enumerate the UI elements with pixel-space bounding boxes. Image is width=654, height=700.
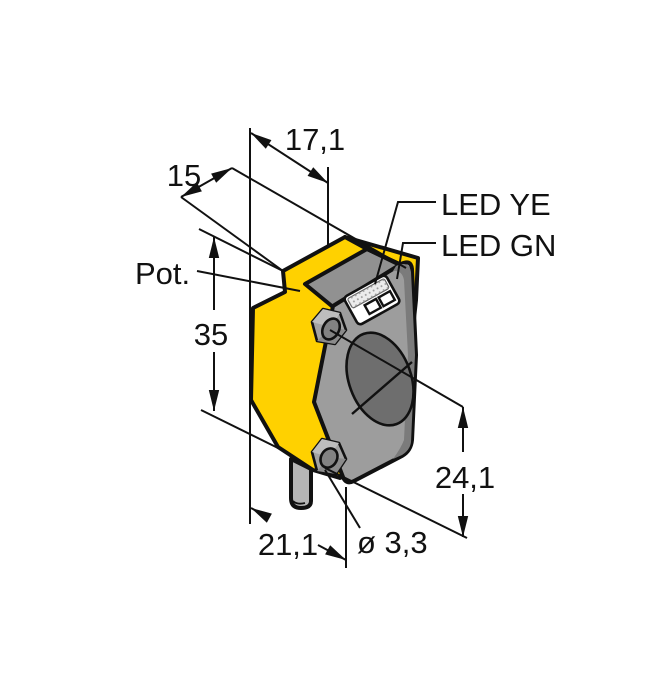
mounting-boss-bottom [310, 437, 348, 476]
dimension-annotations: 17,1 15 35 Pot. LED Y [135, 122, 556, 568]
pot-annotation: Pot. [135, 256, 301, 292]
arrowhead [211, 168, 232, 183]
led-window-yellow [362, 297, 383, 316]
dimension-height: 35 [194, 228, 284, 449]
dimension-width-value: 17,1 [285, 122, 345, 157]
arrowhead [457, 407, 469, 428]
led-ye-label: LED YE [441, 187, 551, 222]
arrowhead [208, 237, 220, 258]
dimension-overall-depth-value: 21,1 [258, 527, 318, 562]
cable [289, 457, 313, 510]
lens [345, 331, 415, 427]
arrowhead [251, 133, 272, 149]
lens-group [345, 331, 415, 427]
dimension-depth: 15 [167, 158, 407, 272]
sensor-body [249, 235, 420, 510]
led-gn-label: LED GN [441, 228, 556, 263]
dimension-hole-diameter: ø 3,3 [324, 469, 428, 560]
dimension-height-value: 35 [194, 317, 228, 352]
arrowhead [251, 508, 272, 523]
cable-end-line [292, 500, 306, 505]
pot-label: Pot. [135, 256, 190, 291]
led-label-group [343, 274, 401, 326]
dimension-hole-spacing-value: 24,1 [435, 460, 495, 495]
dimension-width: 17,1 [250, 122, 345, 184]
led-window-green [376, 289, 397, 308]
dimension-depth-value: 15 [167, 158, 201, 193]
dimension-overall-depth: 21,1 [250, 487, 347, 568]
led-diffuser-stipple [348, 279, 389, 308]
arrowhead [208, 390, 220, 411]
mounting-hole-bottom [319, 447, 339, 469]
led-gn-annotation: LED GN [396, 228, 556, 280]
dimension-hole-spacing: 24,1 [324, 329, 495, 539]
arrowhead [307, 167, 328, 183]
arrowhead [181, 182, 202, 197]
led-ye-annotation: LED YE [374, 187, 551, 285]
arrowhead [325, 545, 346, 560]
hex-bottom-highlight [312, 439, 339, 457]
arrowhead [457, 516, 469, 537]
dimension-hole-diameter-value: ø 3,3 [357, 525, 428, 560]
mounting-boss-top [310, 307, 348, 346]
